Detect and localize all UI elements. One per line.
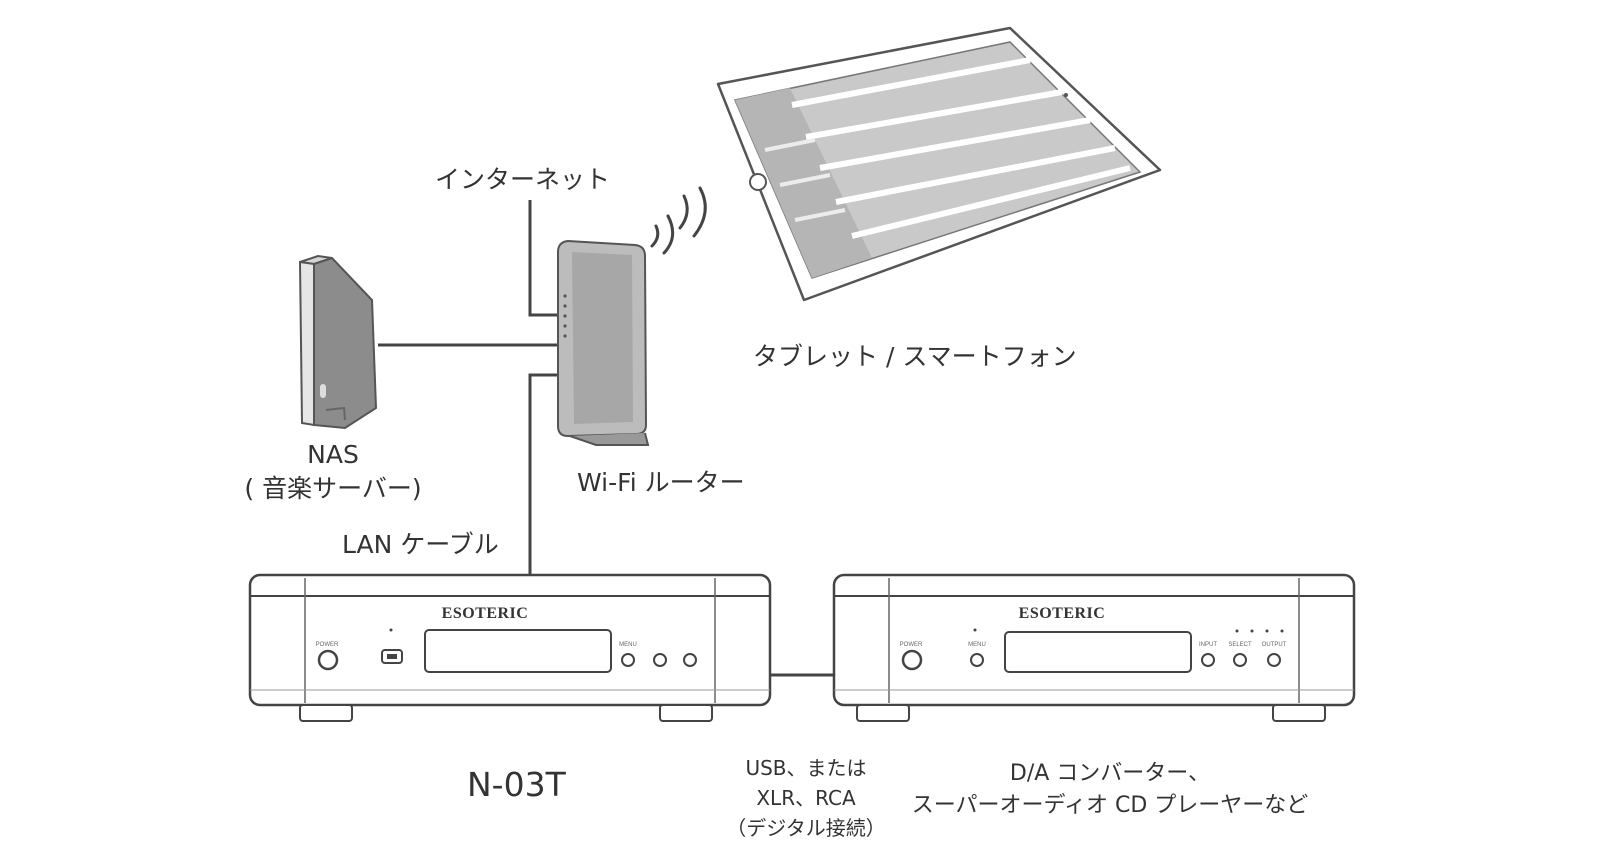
- connection-label: USB、または XLR、RCA （デジタル接続）: [726, 753, 886, 843]
- dac-select-label: SELECT: [1228, 642, 1252, 648]
- player-display: [424, 629, 612, 673]
- player-brand-logo: ESOTERIC: [442, 605, 529, 622]
- lan-cable-label: LAN ケーブル: [342, 530, 499, 559]
- internet-label: インターネット: [435, 165, 611, 194]
- dac-output-button: [1267, 653, 1281, 667]
- connection-label-line3: （デジタル接続）: [726, 816, 886, 840]
- connection-label-line1: USB、または: [745, 756, 867, 780]
- nas-device: [298, 254, 378, 430]
- dac-menu-label: MENU: [968, 642, 986, 648]
- dac-output-label: OUTPUT: [1262, 642, 1287, 648]
- player-power-button: [317, 649, 339, 671]
- dac-select-button: [1233, 653, 1247, 667]
- router-label: Wi-Fi ルーター: [577, 468, 745, 497]
- nas-label: NAS ( 音楽サーバー): [244, 438, 421, 506]
- player-menu-button: [621, 653, 635, 667]
- wifi-waves-icon: [650, 186, 707, 255]
- tablet-device: [716, 26, 1162, 302]
- dac-label-line1: D/A コンバーター、: [1009, 761, 1211, 786]
- dac-menu-button: [970, 653, 984, 667]
- dac-display: [1004, 631, 1192, 673]
- da-converter: ESOTERIC POWER MENU INPUT SELECT OUTPUT: [832, 573, 1356, 722]
- dac-power-button: [901, 649, 923, 671]
- internet-cable: [528, 200, 558, 317]
- dac-brand-logo: ESOTERIC: [1019, 605, 1106, 622]
- tablet-label: タブレット / スマートフォン: [753, 342, 1077, 371]
- connection-label-line2: XLR、RCA: [756, 786, 856, 810]
- usb-icon: [381, 649, 403, 664]
- player-power-label: POWER: [316, 642, 339, 648]
- dac-input-label: INPUT: [1199, 642, 1217, 648]
- dac-label: D/A コンバーター、 スーパーオーディオ CD プレーヤーなど: [912, 758, 1309, 822]
- player-menu-label: MENU: [619, 642, 637, 648]
- cables: [378, 200, 834, 677]
- lan-cable: [528, 373, 558, 585]
- dac-power-label: POWER: [900, 642, 923, 648]
- nas-label-line2: ( 音楽サーバー): [244, 474, 422, 503]
- dac-input-button: [1201, 653, 1215, 667]
- router-device: [557, 239, 650, 446]
- player-model-label: N-03T: [467, 765, 566, 804]
- dac-label-line2: スーパーオーディオ CD プレーヤーなど: [911, 793, 1309, 818]
- nas-label-line1: NAS: [307, 440, 359, 469]
- network-player-n03t: ESOTERIC POWER MENU: [248, 573, 772, 722]
